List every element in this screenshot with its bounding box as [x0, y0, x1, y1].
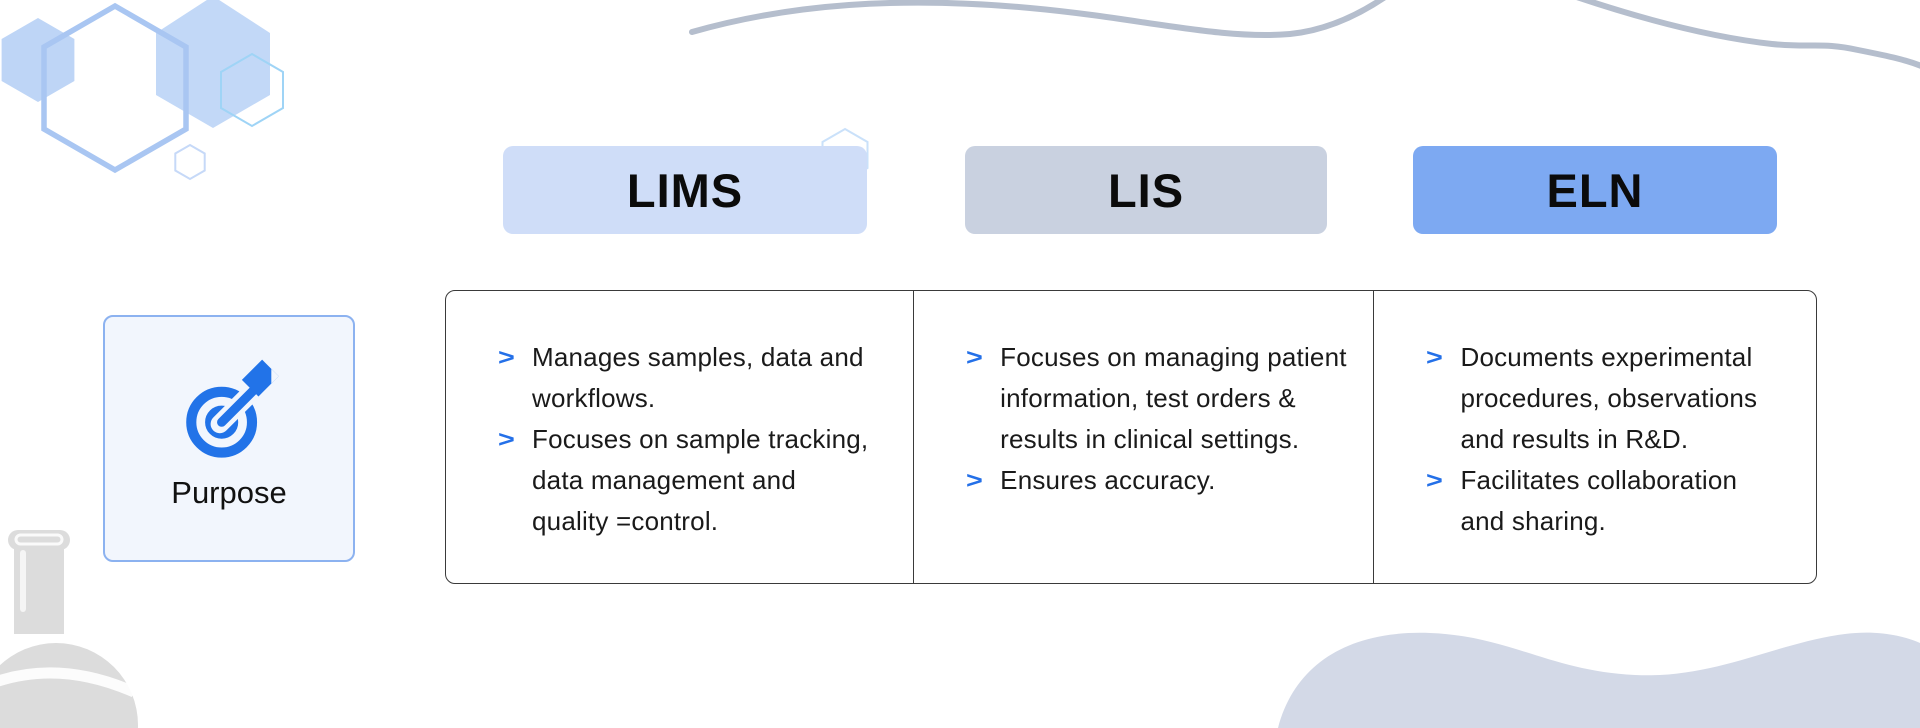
bullet-text: Manages samples, data and workflows.	[532, 342, 864, 413]
bullet-item: > Facilitates collaboration and sharing.	[1426, 460, 1806, 542]
comparison-table: > Manages samples, data and workflows. >…	[445, 290, 1817, 584]
chevron-bullet-icon: >	[1426, 344, 1444, 370]
bullet-item: > Focuses on sample tracking, data manag…	[498, 419, 903, 542]
column-header-lis: LIS	[965, 146, 1327, 234]
bullet-item: > Manages samples, data and workflows.	[498, 337, 903, 419]
bullet-item: > Focuses on managing patient informatio…	[966, 337, 1363, 460]
purpose-label: Purpose	[171, 474, 287, 510]
wave-line-icon	[689, 0, 1920, 69]
chevron-bullet-icon: >	[498, 426, 515, 452]
chevron-bullet-icon: >	[966, 344, 983, 370]
chevron-bullet-icon: >	[498, 344, 515, 370]
bullet-text: Focuses on managing patient information,…	[1000, 342, 1347, 454]
bullet-text: Focuses on sample tracking, data managem…	[532, 424, 869, 536]
bullet-item: > Documents experimental procedures, obs…	[1426, 337, 1806, 460]
table-cell-eln-purpose: > Documents experimental procedures, obs…	[1373, 291, 1816, 583]
purpose-card: Purpose	[103, 315, 355, 562]
bullet-item: > Ensures accuracy.	[966, 460, 1363, 501]
column-header-eln: ELN	[1413, 146, 1777, 234]
table-cell-lims-purpose: > Manages samples, data and workflows. >…	[446, 291, 913, 583]
chevron-bullet-icon: >	[966, 467, 983, 493]
chevron-bullet-icon: >	[1426, 467, 1444, 493]
bullet-text: Facilitates collaboration and sharing.	[1460, 465, 1738, 536]
hexagon-cluster-icon	[1, 0, 284, 181]
target-dart-icon	[186, 359, 281, 458]
bullet-text: Documents experimental procedures, obser…	[1460, 342, 1758, 454]
bullet-text: Ensures accuracy.	[1000, 465, 1216, 495]
column-header-lims: LIMS	[503, 146, 867, 234]
table-cell-lis-purpose: > Focuses on managing patient informatio…	[913, 291, 1373, 583]
